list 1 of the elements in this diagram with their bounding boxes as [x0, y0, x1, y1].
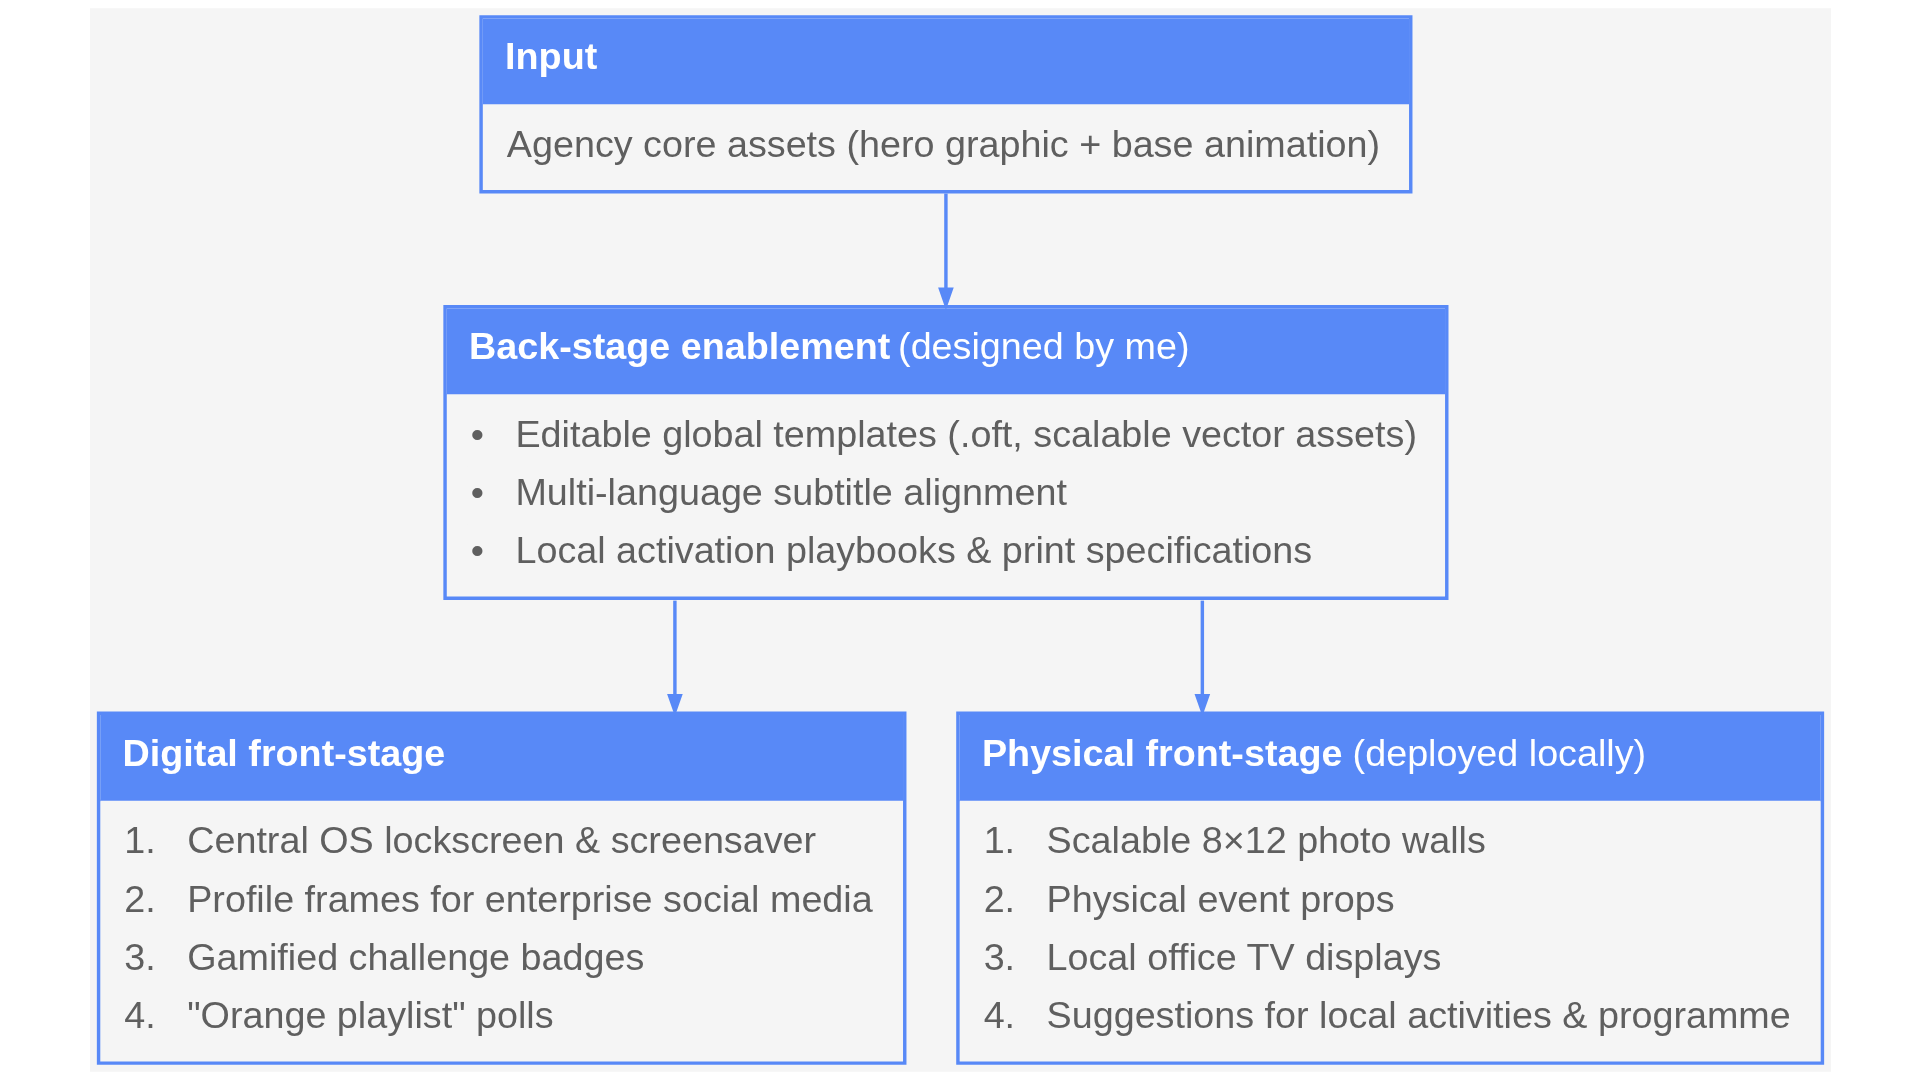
arrow	[937, 193, 954, 310]
